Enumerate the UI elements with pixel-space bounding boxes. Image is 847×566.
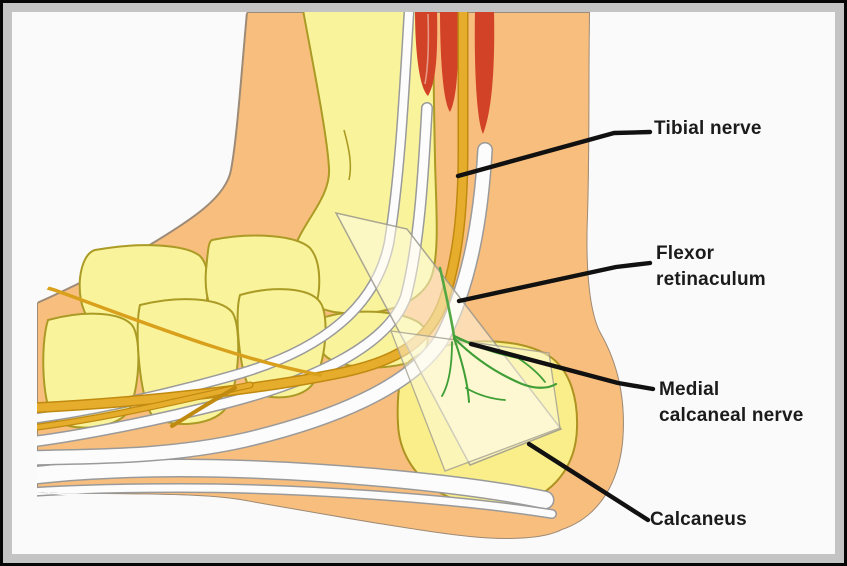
plantar-tendon-thin — [37, 484, 556, 518]
label-flexor-retinaculum: Flexor retinaculum — [656, 243, 766, 290]
label-tibial-nerve: Tibial nerve — [654, 118, 762, 139]
plantar-tendon-wide — [37, 459, 553, 508]
label-medial-calcaneal-nerve: Medial calcaneal nerve — [659, 379, 804, 426]
muscle-belly-3 — [474, 12, 495, 134]
leader-line-medial-calcaneal-nerve — [468, 341, 656, 392]
leader-line-calcaneus — [526, 441, 651, 523]
plantar-nerve-branch — [37, 382, 253, 431]
flexor-tendon-2 — [37, 103, 432, 447]
label-calcaneus: Calcaneus — [650, 509, 747, 530]
anatomy-group — [37, 12, 624, 539]
tibia-ridge-line — [343, 129, 352, 181]
tibial-nerve-trunk — [37, 12, 467, 412]
leader-line-flexor-retinaculum — [456, 260, 653, 304]
muscles-group — [415, 12, 495, 134]
medial-calcaneal-nerve-group — [438, 266, 558, 403]
leader-line-tibial-nerve — [455, 129, 653, 179]
flexor-retinaculum-group — [334, 211, 563, 472]
calcaneal-nerve-trunk — [438, 266, 456, 338]
flexor-retinaculum-sheet — [389, 330, 561, 472]
muscle-belly-2 — [440, 12, 459, 112]
flexor-tendon-3 — [37, 143, 492, 465]
plantar-nerve-fork — [170, 386, 237, 428]
muscle-belly-1 — [415, 12, 438, 96]
muscle-divider-line — [424, 13, 430, 85]
leader-lines-group — [455, 129, 656, 523]
